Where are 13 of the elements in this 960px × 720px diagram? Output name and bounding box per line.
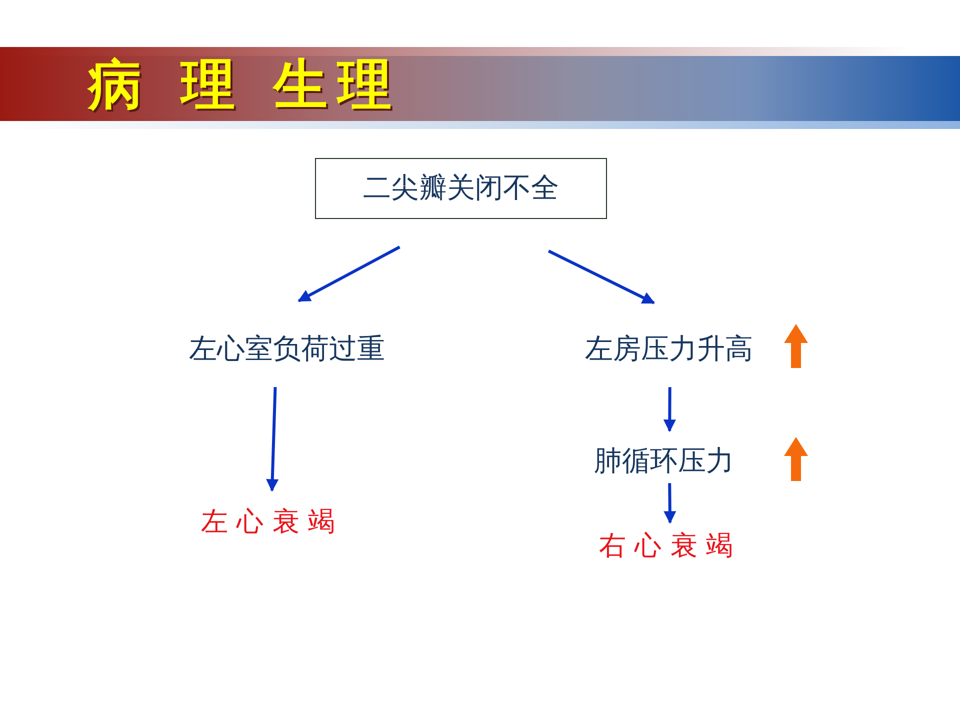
arrow	[664, 483, 676, 524]
outcome-label: 右 心 衰 竭	[599, 530, 733, 562]
arrow	[663, 387, 676, 432]
arrow	[266, 387, 279, 492]
arrow	[548, 250, 655, 304]
page-title: 病 理 生理	[88, 54, 402, 116]
condition-label: 左房压力升高	[585, 332, 753, 366]
condition-label: 左心室负荷过重	[189, 332, 385, 366]
arrow	[298, 246, 400, 302]
process-box	[315, 158, 607, 219]
condition-label: 肺循环压力	[594, 444, 734, 478]
outcome-label: 左 心 衰 竭	[201, 506, 335, 538]
box-label: 二尖瓣关闭不全	[363, 172, 559, 205]
